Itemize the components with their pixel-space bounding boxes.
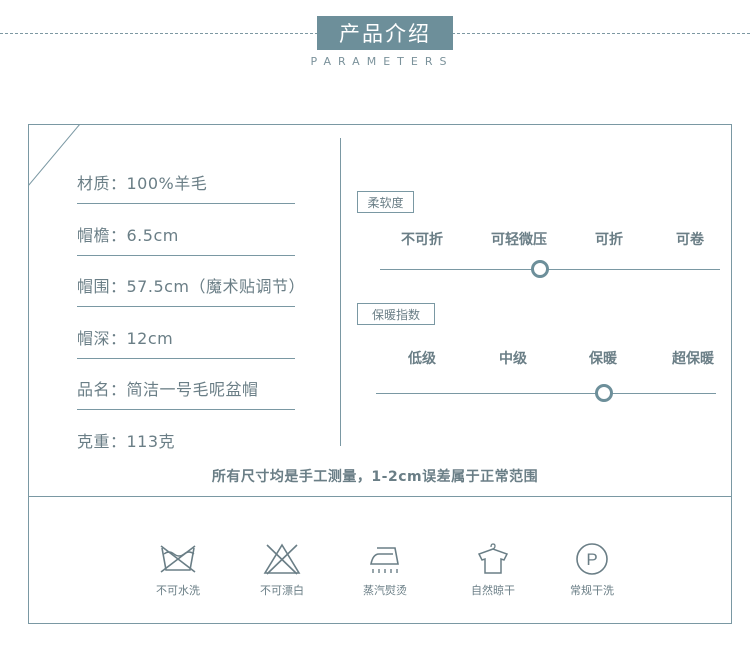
care-item-steam-iron: 蒸汽熨烫 xyxy=(345,542,425,598)
header-dashed-line-right xyxy=(452,33,750,34)
softness-tag: 柔软度 xyxy=(357,191,414,213)
dry-clean-icon: P xyxy=(576,543,608,575)
softness-option-4: 可卷 xyxy=(676,232,704,248)
spec-text: 帽围：57.5cm（魔术贴调节） xyxy=(77,277,306,296)
care-item-no-bleach: 不可漂白 xyxy=(242,542,322,598)
softness-option-2: 可轻微压 xyxy=(491,232,547,248)
measurement-note: 所有尺寸均是手工测量，1-2cm误差属于正常范围 xyxy=(211,469,539,485)
care-item-hang-dry: 自然晾干 xyxy=(453,542,533,598)
spec-underline xyxy=(77,203,295,204)
spec-text: 帽深：12cm xyxy=(77,329,174,348)
care-label: 自然晾干 xyxy=(471,584,515,597)
no-bleach-icon xyxy=(263,543,301,575)
softness-track xyxy=(380,269,720,270)
softness-knob xyxy=(530,260,549,278)
section-title: 产品介绍 xyxy=(317,16,453,50)
parameters-frame xyxy=(28,124,732,624)
section-subtitle: PARAMETERS xyxy=(310,55,454,68)
warmth-option-1: 低级 xyxy=(408,351,436,367)
spec-weight: 克重：113克 xyxy=(77,432,295,452)
softness-option-1: 不可折 xyxy=(401,232,443,248)
warmth-option-3: 保暖 xyxy=(589,351,617,367)
svg-text:P: P xyxy=(586,550,597,569)
spec-underline xyxy=(77,358,295,359)
warmth-track xyxy=(376,393,716,394)
care-label: 蒸汽熨烫 xyxy=(363,584,407,597)
spec-brim: 帽檐：6.5cm xyxy=(77,226,295,256)
spec-underline xyxy=(77,306,295,307)
corner-decoration xyxy=(28,124,81,187)
warmth-option-2: 中级 xyxy=(499,351,527,367)
spec-underline xyxy=(77,255,295,256)
spec-depth: 帽深：12cm xyxy=(77,329,295,359)
care-item-dry-clean: P 常规干洗 xyxy=(552,542,632,598)
header-dashed-line-left xyxy=(0,33,318,34)
softness-option-3: 可折 xyxy=(595,232,623,248)
spec-product-name: 品名：简洁一号毛呢盆帽 xyxy=(77,380,295,410)
steam-iron-icon xyxy=(370,547,399,573)
spec-underline xyxy=(77,409,295,410)
no-wash-icon xyxy=(160,545,196,573)
warmth-tag: 保暖指数 xyxy=(357,303,435,325)
care-label: 不可水洗 xyxy=(156,584,200,597)
spec-text: 帽檐：6.5cm xyxy=(77,226,179,245)
care-section-divider xyxy=(28,496,732,497)
spec-text: 材质：100%羊毛 xyxy=(77,174,208,193)
hang-dry-icon xyxy=(477,543,509,574)
warmth-knob xyxy=(594,384,613,402)
care-item-no-wash: 不可水洗 xyxy=(138,542,218,598)
spec-circumference: 帽围：57.5cm（魔术贴调节） xyxy=(77,277,306,307)
spec-material: 材质：100%羊毛 xyxy=(77,174,295,204)
spec-text: 品名：简洁一号毛呢盆帽 xyxy=(77,380,259,399)
care-label: 不可漂白 xyxy=(260,584,304,597)
spec-text: 克重：113克 xyxy=(77,432,176,451)
warmth-option-4: 超保暖 xyxy=(672,351,714,367)
care-label: 常规干洗 xyxy=(570,584,614,597)
column-divider xyxy=(340,138,341,446)
